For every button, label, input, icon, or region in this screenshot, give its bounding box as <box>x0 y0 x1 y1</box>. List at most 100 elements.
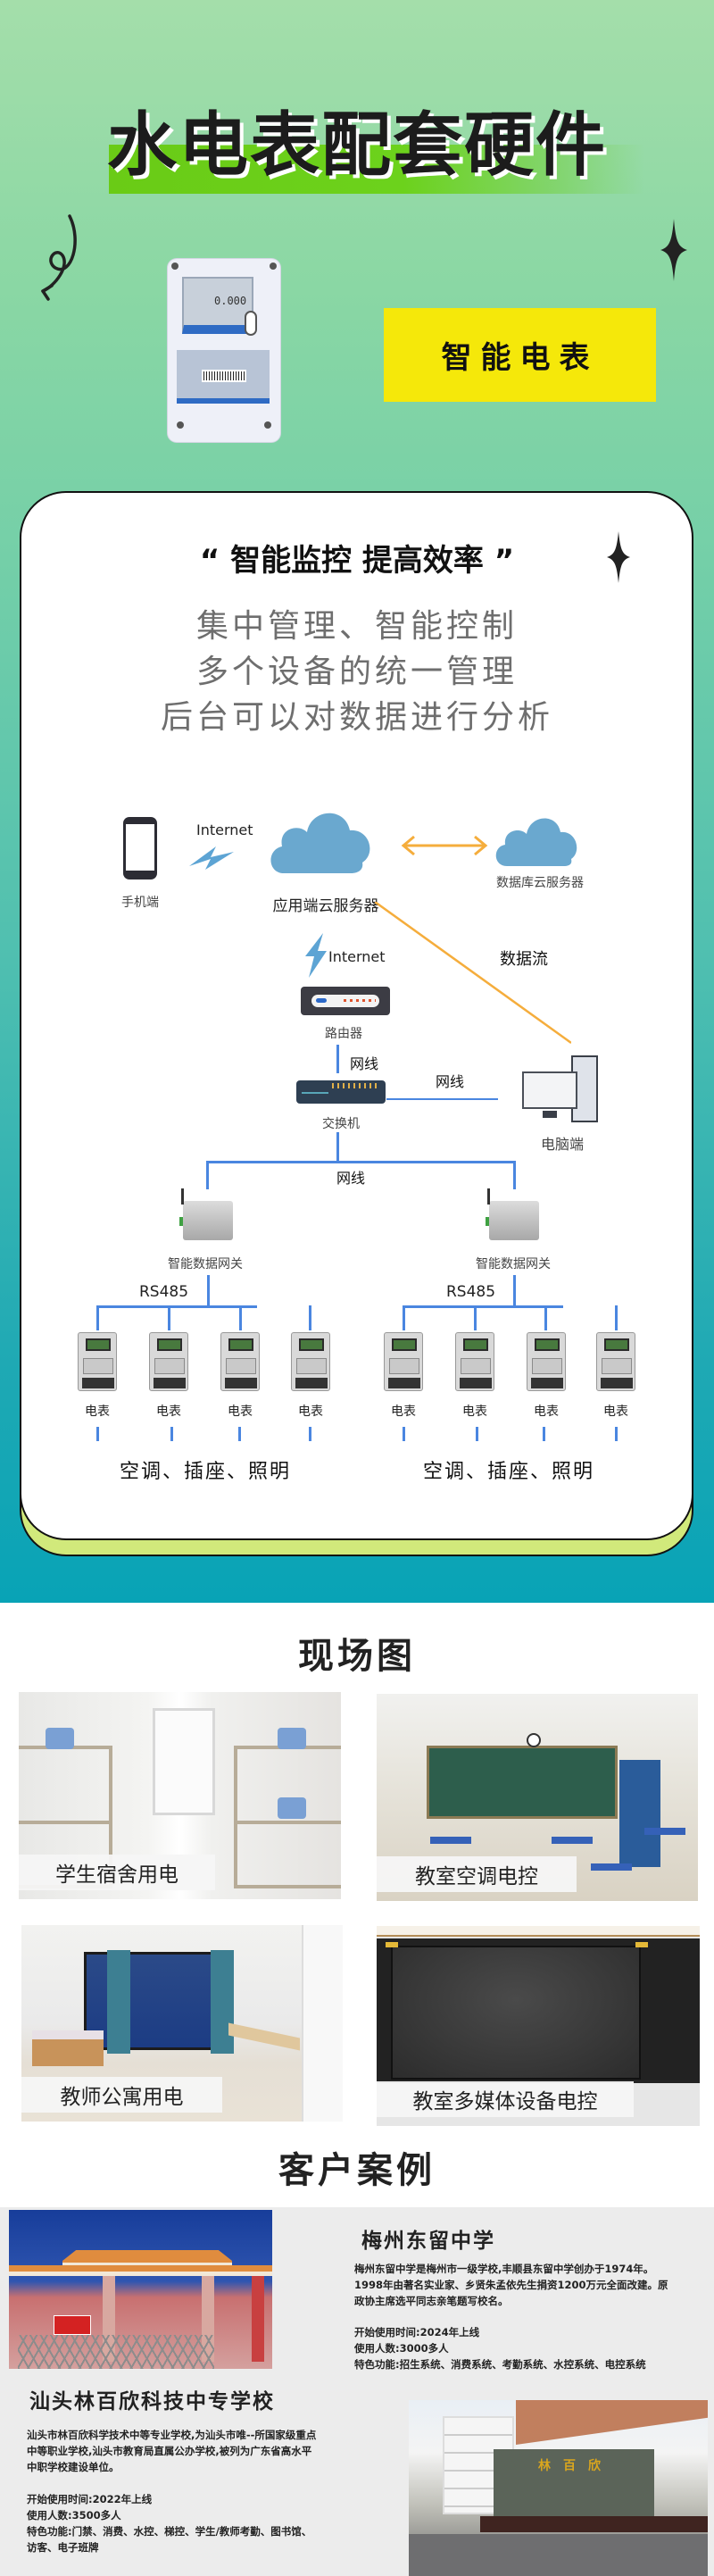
curtain <box>107 1950 130 2054</box>
card-subline: 后台可以对数据进行分析 <box>160 699 553 736</box>
card-subline: 多个设备的统一管理 <box>195 654 518 690</box>
meter-tick <box>476 1427 478 1441</box>
bus-label: RS485 <box>139 1283 189 1301</box>
meter-label: 电表 <box>85 1405 110 1419</box>
bus-drop <box>403 1305 405 1330</box>
case-description-line: 梅州东留中学是梅州市一级学校,丰顺县东留中学创办于1974年。 <box>354 2263 654 2275</box>
scene-photo-classroom: 教室空调电控 <box>377 1694 698 1901</box>
gateway-label: 智能数据网关 <box>476 1257 551 1271</box>
barcode-icon <box>202 370 246 382</box>
screw <box>171 263 178 270</box>
meter-reading: 0.000 <box>214 295 247 307</box>
data-flow-line <box>375 902 571 1045</box>
window <box>84 1952 227 2050</box>
sparkle-icon <box>660 219 687 281</box>
photo-caption: 教室多媒体设备电控 <box>377 2081 634 2117</box>
bus-line <box>207 1275 210 1306</box>
sparkle-icon <box>607 531 630 583</box>
bus-line <box>96 1305 257 1308</box>
bus-drop <box>168 1305 170 1330</box>
desk <box>644 1828 685 1835</box>
card-quote-title: “ 智能监控 提高效率 ” <box>199 543 515 579</box>
electric-meter-icon <box>149 1332 188 1391</box>
photo-caption: 学生宿舍用电 <box>19 1855 215 1890</box>
window <box>153 1708 215 1815</box>
page-title: 水电表配套硬件 <box>106 105 607 186</box>
case-features: 访客、电子班牌 <box>27 2541 99 2554</box>
electric-meter-icon <box>384 1332 423 1391</box>
case-title: 汕头林百欣科技中专学校 <box>29 2390 275 2413</box>
case-photo-meizhou <box>9 2210 272 2369</box>
case-description-line: 1998年由著名实业家、乡贤朱孟依先生捐资1200万元全面改建。原 <box>354 2279 668 2291</box>
electric-meter-icon <box>596 1332 635 1391</box>
case-description-line: 中等职业学校,汕头市教育局直属公办学校,被列为广东省高水平 <box>27 2445 312 2457</box>
smart-meter-image: 0.000 <box>168 259 280 442</box>
meter-lcd: 0.000 <box>182 277 253 334</box>
product-label: 智能电表 <box>384 308 656 402</box>
cable-label: 网线 <box>350 1055 379 1072</box>
electric-meter-icon <box>291 1332 330 1391</box>
case-features: 特色功能:招生系统、消费系统、考勤系统、水控系统、电控系统 <box>354 2358 646 2371</box>
meter-tick <box>615 1427 618 1441</box>
electric-meter-icon <box>78 1332 117 1391</box>
title-highlight-bar <box>109 145 644 194</box>
bus-drop <box>309 1305 311 1330</box>
meter-tick <box>543 1427 545 1441</box>
switch-label: 交换机 <box>322 1117 360 1131</box>
cable-label: 网线 <box>436 1073 465 1090</box>
electric-meter-icon <box>527 1332 566 1391</box>
cable-line <box>513 1161 516 1189</box>
load-label: 空调、插座、照明 <box>119 1461 291 1483</box>
screw <box>264 421 271 429</box>
pc-monitor-icon <box>522 1071 577 1109</box>
meter-label: 电表 <box>462 1405 487 1419</box>
card-subline: 集中管理、智能控制 <box>195 608 518 645</box>
meter-label: 电表 <box>391 1405 416 1419</box>
electric-meter-icon <box>220 1332 260 1391</box>
switch-icon <box>296 1080 386 1104</box>
bus-drop <box>544 1305 547 1330</box>
pc-label: 电脑端 <box>540 1136 584 1153</box>
hero-section: 水电表配套硬件 0.000 智能电表 “ 智能监控 提高效率 ” 集中管理、智能… <box>0 0 714 1603</box>
case-users: 使用人数:3500多人 <box>27 2509 121 2522</box>
case-photo-shantou: 林百欣 <box>409 2400 708 2576</box>
photo-caption: 教师公寓用电 <box>21 2077 222 2113</box>
phone-label: 手机端 <box>121 896 159 910</box>
meter-label: 电表 <box>298 1405 323 1419</box>
pillow <box>278 1728 306 1749</box>
bus-drop <box>615 1305 618 1330</box>
bus-drop <box>474 1305 477 1330</box>
bus-drop <box>239 1305 242 1330</box>
school-sign-wall: 林百欣 <box>494 2449 654 2519</box>
scene-photo-dorm: 学生宿舍用电 <box>19 1692 341 1899</box>
meter-tick <box>170 1427 173 1441</box>
cases-section-title: 客户案例 <box>278 2150 436 2191</box>
case-users: 使用人数:3000多人 <box>354 2342 449 2355</box>
gate-fence <box>18 2335 214 2369</box>
case-description: 梅州东留中学是梅州市一级学校,丰顺县东留中学创办于1974年。 1998年由著名… <box>354 2261 707 2309</box>
bed <box>32 2030 104 2066</box>
case-meta: 开始使用时间:2024年上线 使用人数:3000多人 特色功能:招生系统、消费系… <box>354 2324 707 2372</box>
meter-tick <box>238 1427 241 1441</box>
cable-line <box>206 1161 209 1189</box>
gate-sign <box>54 2315 91 2335</box>
meter-tick <box>309 1427 311 1441</box>
desk <box>591 1863 632 1871</box>
case-start-date: 开始使用时间:2024年上线 <box>354 2326 480 2338</box>
meter-tick <box>403 1427 405 1441</box>
case-features: 特色功能:门禁、消费、水控、梯控、学生/教师考勤、图书馆、 <box>27 2525 312 2538</box>
screw <box>270 263 277 270</box>
scene-photo-apartment: 教师公寓用电 <box>21 1925 343 2122</box>
gateway-icon <box>486 1188 539 1240</box>
cable-line <box>336 1045 339 1073</box>
pillow <box>46 1728 74 1749</box>
meter-label: 电表 <box>228 1405 253 1419</box>
meter-tick <box>96 1427 99 1441</box>
case-description-line: 政协主席选平同志亲笔题写校名。 <box>354 2295 509 2307</box>
case-meta: 开始使用时间:2022年上线 使用人数:3500多人 特色功能:门禁、消费、水控… <box>27 2491 375 2555</box>
cable-line <box>386 1098 498 1100</box>
app-server-label: 应用端云服务器 <box>272 897 379 915</box>
case-description-line: 中职学校建设单位。 <box>27 2461 120 2473</box>
desk <box>430 1837 471 1844</box>
router-icon <box>301 987 390 1015</box>
